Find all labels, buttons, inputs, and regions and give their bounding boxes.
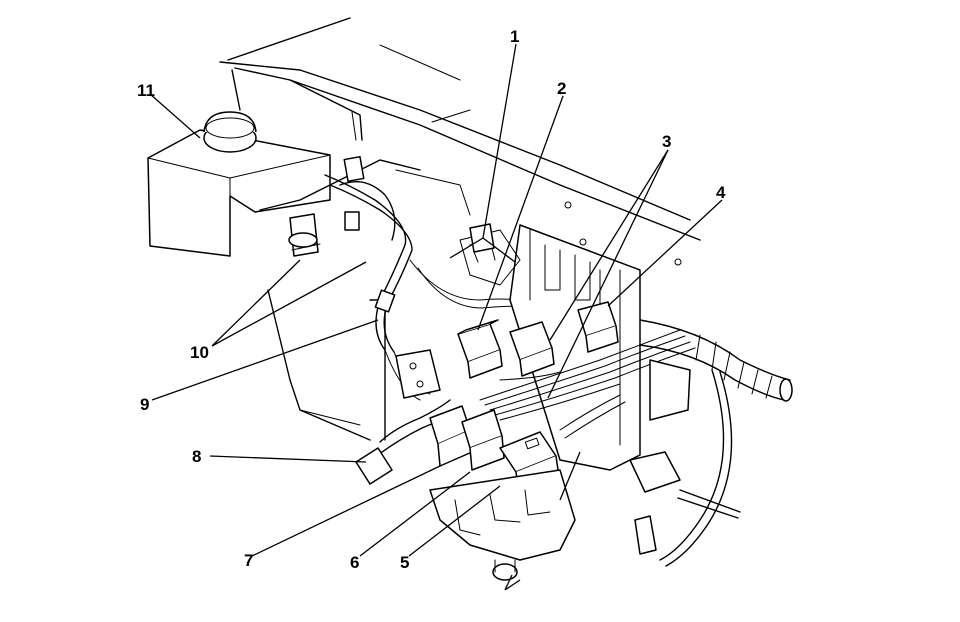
callout-5: 5 bbox=[400, 553, 409, 572]
leader-9 bbox=[151, 319, 379, 401]
callout-1: 1 bbox=[510, 27, 519, 46]
callout-11: 11 bbox=[137, 81, 155, 100]
leader-2 bbox=[477, 95, 564, 331]
component-10-canister bbox=[288, 213, 321, 257]
harness-connectors bbox=[343, 156, 396, 485]
callout-2: 2 bbox=[557, 79, 566, 98]
coolant-reservoir bbox=[147, 111, 331, 257]
callout-4: 4 bbox=[716, 183, 726, 202]
leader-8 bbox=[209, 455, 367, 463]
leader-1 bbox=[482, 43, 517, 239]
leader-5 bbox=[408, 485, 501, 557]
callout-10: 10 bbox=[190, 343, 209, 362]
leader-3b bbox=[549, 149, 669, 341]
leader-11 bbox=[149, 93, 201, 139]
callout-9: 9 bbox=[140, 395, 149, 414]
leader-bottom bbox=[504, 574, 521, 591]
callout-8: 8 bbox=[192, 447, 201, 466]
leader-6 bbox=[359, 471, 471, 557]
callout-labels: 1 2 3 4 5 6 7 8 9 10 11 bbox=[137, 27, 726, 572]
callout-leaders bbox=[149, 43, 723, 591]
leader-1b bbox=[449, 237, 516, 263]
leader-bottom-2 bbox=[559, 451, 581, 501]
hood-outline bbox=[219, 17, 701, 241]
callout-3: 3 bbox=[662, 132, 671, 151]
leader-10 bbox=[211, 259, 367, 347]
center-wire-bundle bbox=[479, 329, 696, 439]
right-corrugated-harness bbox=[639, 319, 793, 567]
callout-6: 6 bbox=[350, 553, 359, 572]
leader-7 bbox=[251, 465, 441, 557]
bracket-component bbox=[395, 349, 441, 399]
leader-3 bbox=[547, 149, 669, 399]
callout-7: 7 bbox=[244, 551, 253, 570]
right-connector-bracket bbox=[629, 359, 741, 555]
leader-4 bbox=[607, 199, 723, 307]
upper-relays bbox=[457, 301, 619, 379]
mounting-base bbox=[429, 469, 576, 581]
